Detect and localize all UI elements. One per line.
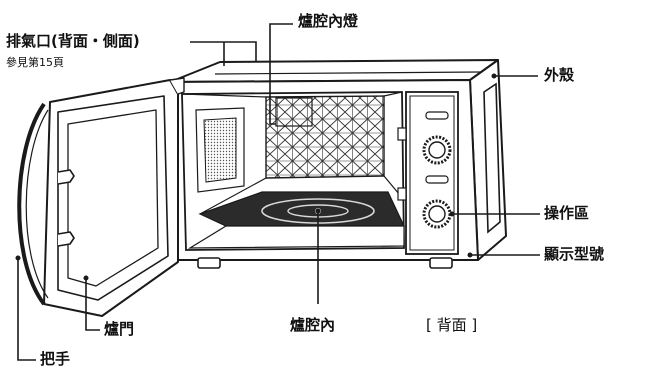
exhaust-note: 參見第15頁	[6, 56, 64, 69]
cavity-label: 爐腔內	[290, 316, 336, 334]
side-panel	[483, 82, 501, 234]
callout-dots	[15, 73, 497, 281]
exhaust-label: 排氣口(背面・側面)	[6, 32, 140, 50]
power-dial[interactable]	[422, 199, 452, 229]
handle-label: 把手	[40, 350, 71, 368]
timer-dial[interactable]	[422, 135, 452, 165]
control-panel	[397, 91, 459, 255]
control-label: 操作區	[544, 204, 590, 222]
door[interactable]	[43, 77, 185, 317]
model-label: 顯示型號	[544, 245, 605, 263]
back-label: [ 背面 ]	[426, 316, 478, 334]
door-handle[interactable]	[17, 102, 46, 306]
feet	[197, 257, 453, 269]
casing-label: 外殼	[544, 66, 575, 84]
callout-lines	[17, 23, 540, 361]
door-label: 爐門	[104, 320, 135, 338]
cavity	[181, 91, 405, 251]
lamp-label: 爐腔內燈	[298, 12, 359, 30]
